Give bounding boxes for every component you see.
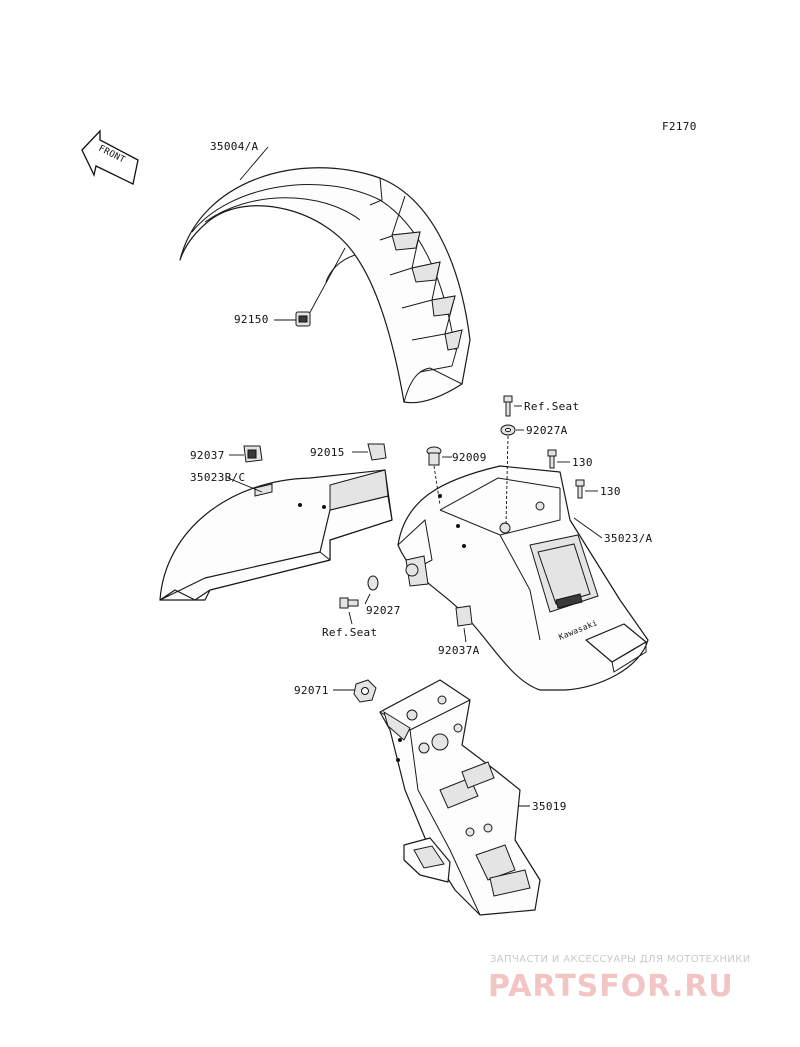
label-92027a: 92027A [526, 424, 568, 437]
label-ref-seat-top: Ref.Seat [524, 400, 579, 413]
clip-92037a [455, 605, 473, 643]
leader-35023bc [227, 477, 263, 493]
nut-92071 [353, 679, 377, 703]
label-35023bc: 35023B/C [190, 471, 245, 484]
label-92037a: 92037A [438, 644, 480, 657]
label-35004a: 35004/A [210, 140, 259, 153]
inner-fender-35023bc [159, 469, 393, 601]
washer-92027a [500, 424, 524, 526]
label-ref-seat-bottom: Ref.Seat [322, 626, 377, 639]
front-fender-35004 [179, 167, 471, 404]
label-130-a: 130 [572, 456, 593, 469]
washer-92027 [364, 575, 379, 605]
leader-35004a [239, 146, 269, 181]
label-92009: 92009 [452, 451, 487, 464]
label-92150: 92150 [234, 313, 269, 326]
nut-92015 [352, 443, 387, 461]
label-92027: 92027 [366, 604, 401, 617]
label-92015: 92015 [310, 446, 345, 459]
watermark-tagline: ЗАПЧАСТИ И АКСЕССУАРЫ ДЛЯ МОТОТЕХНИКИ [490, 954, 751, 965]
bolt-130-b [575, 479, 598, 499]
bolt-ref-seat-top [503, 395, 522, 417]
watermark-brand: PARTSFOR.RU [488, 969, 734, 1004]
label-130-b: 130 [600, 485, 621, 498]
front-arrow-icon: FRONT [81, 129, 139, 185]
bracket-35019 [379, 679, 541, 916]
bolt-130-a [547, 449, 570, 469]
leader-35023a [573, 517, 603, 539]
label-35019: 35019 [532, 800, 567, 813]
diagram-code: F2170 [662, 120, 697, 133]
clip-92037 [229, 445, 263, 463]
bolt-ref-seat-bottom [339, 597, 359, 625]
bolt-92150 [295, 247, 346, 327]
label-35023a: 35023/A [604, 532, 653, 545]
label-92037: 92037 [190, 449, 225, 462]
label-92071: 92071 [294, 684, 329, 697]
rear-fender-35023a: Kawasaki [397, 465, 649, 691]
bolt-92009 [426, 446, 452, 506]
